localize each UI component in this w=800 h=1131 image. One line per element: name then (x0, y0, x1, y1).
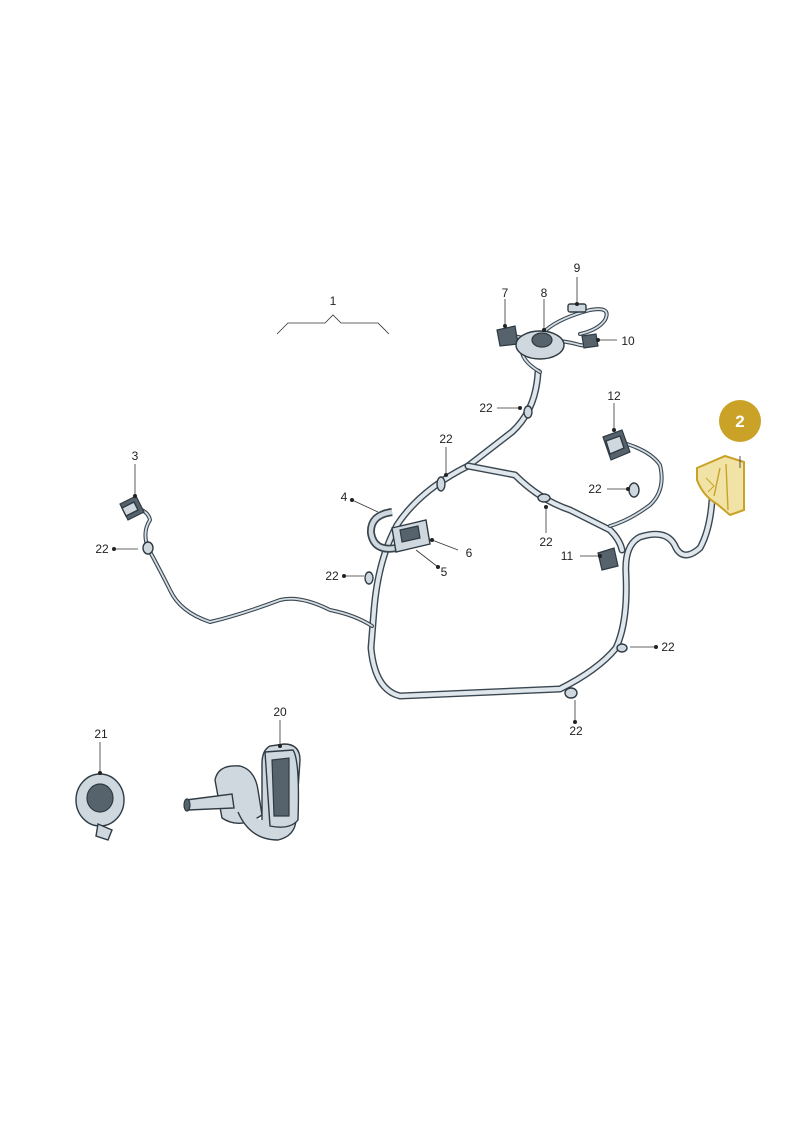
label-6: 6 (466, 546, 473, 560)
label-22: 22 (661, 640, 675, 654)
badge-number: 2 (735, 412, 744, 431)
connector-8 (515, 330, 565, 360)
label-10: 10 (621, 334, 635, 348)
connector-10 (581, 333, 599, 349)
label-9: 9 (574, 261, 581, 275)
harness-clips (142, 405, 640, 699)
connector-3 (119, 495, 145, 521)
grommet-ring-4 (366, 508, 397, 553)
label-22: 22 (439, 432, 453, 446)
label-7: 7 (502, 286, 509, 300)
label-1: 1 (330, 294, 337, 308)
connector-5-6 (391, 519, 431, 553)
highlight-badge-2: 2 (719, 400, 761, 442)
label-11: 11 (561, 549, 574, 563)
label-8: 8 (541, 286, 548, 300)
connector-12-branch (608, 440, 664, 528)
label-22: 22 (539, 535, 553, 549)
leader-lines (98, 277, 741, 775)
connector-11 (597, 547, 619, 571)
label-20: 20 (273, 705, 287, 719)
grommet-20 (183, 743, 301, 841)
label-22: 22 (569, 724, 583, 738)
part-labels: 1 3 4 5 6 7 8 9 10 11 12 20 21 22 22 22 … (94, 261, 675, 741)
highlighted-part-2 (696, 454, 745, 517)
label-22: 22 (325, 569, 339, 583)
plug-21 (75, 773, 125, 841)
label-22: 22 (588, 482, 602, 496)
label-22: 22 (479, 401, 493, 415)
label-5: 5 (441, 565, 448, 579)
label-12: 12 (607, 389, 621, 403)
connector-7 (496, 325, 519, 347)
label-22: 22 (95, 542, 109, 556)
badge-circle (719, 400, 761, 442)
label-4: 4 (341, 490, 348, 504)
left-harness-branch (132, 506, 374, 628)
label-21: 21 (94, 727, 108, 741)
group-bracket-1 (276, 314, 390, 335)
label-3: 3 (132, 449, 139, 463)
connector-12 (602, 429, 631, 461)
